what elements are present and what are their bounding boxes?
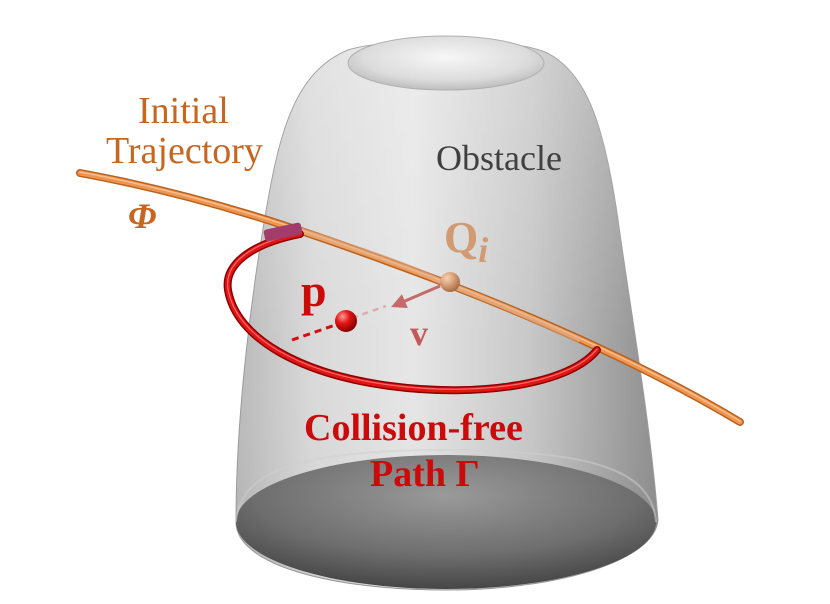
label-initial: Initial [138,90,229,132]
junction-left [263,222,303,242]
obstacle-bottom-opening [236,455,656,589]
label-q: Qi [444,213,488,270]
obstacle [235,35,659,591]
label-collision-free: Collision-free [304,407,523,449]
collision-free-path [223,222,601,395]
label-phi: Φ [128,196,156,236]
label-v: v [410,313,428,353]
point-q-sphere [440,272,460,292]
label-path-gamma: Path Γ [370,453,480,495]
velocity-arrow [391,284,441,308]
label-q-main: Q [444,213,478,262]
obstacle-top-cap [347,35,545,91]
label-q-sub: i [478,230,488,270]
dashed-line-to-p [291,320,345,342]
label-p: p [301,265,327,316]
point-p-sphere [335,310,357,332]
label-obstacle: Obstacle [436,138,562,178]
label-trajectory: Trajectory [106,130,263,172]
initial-trajectory [76,169,744,426]
